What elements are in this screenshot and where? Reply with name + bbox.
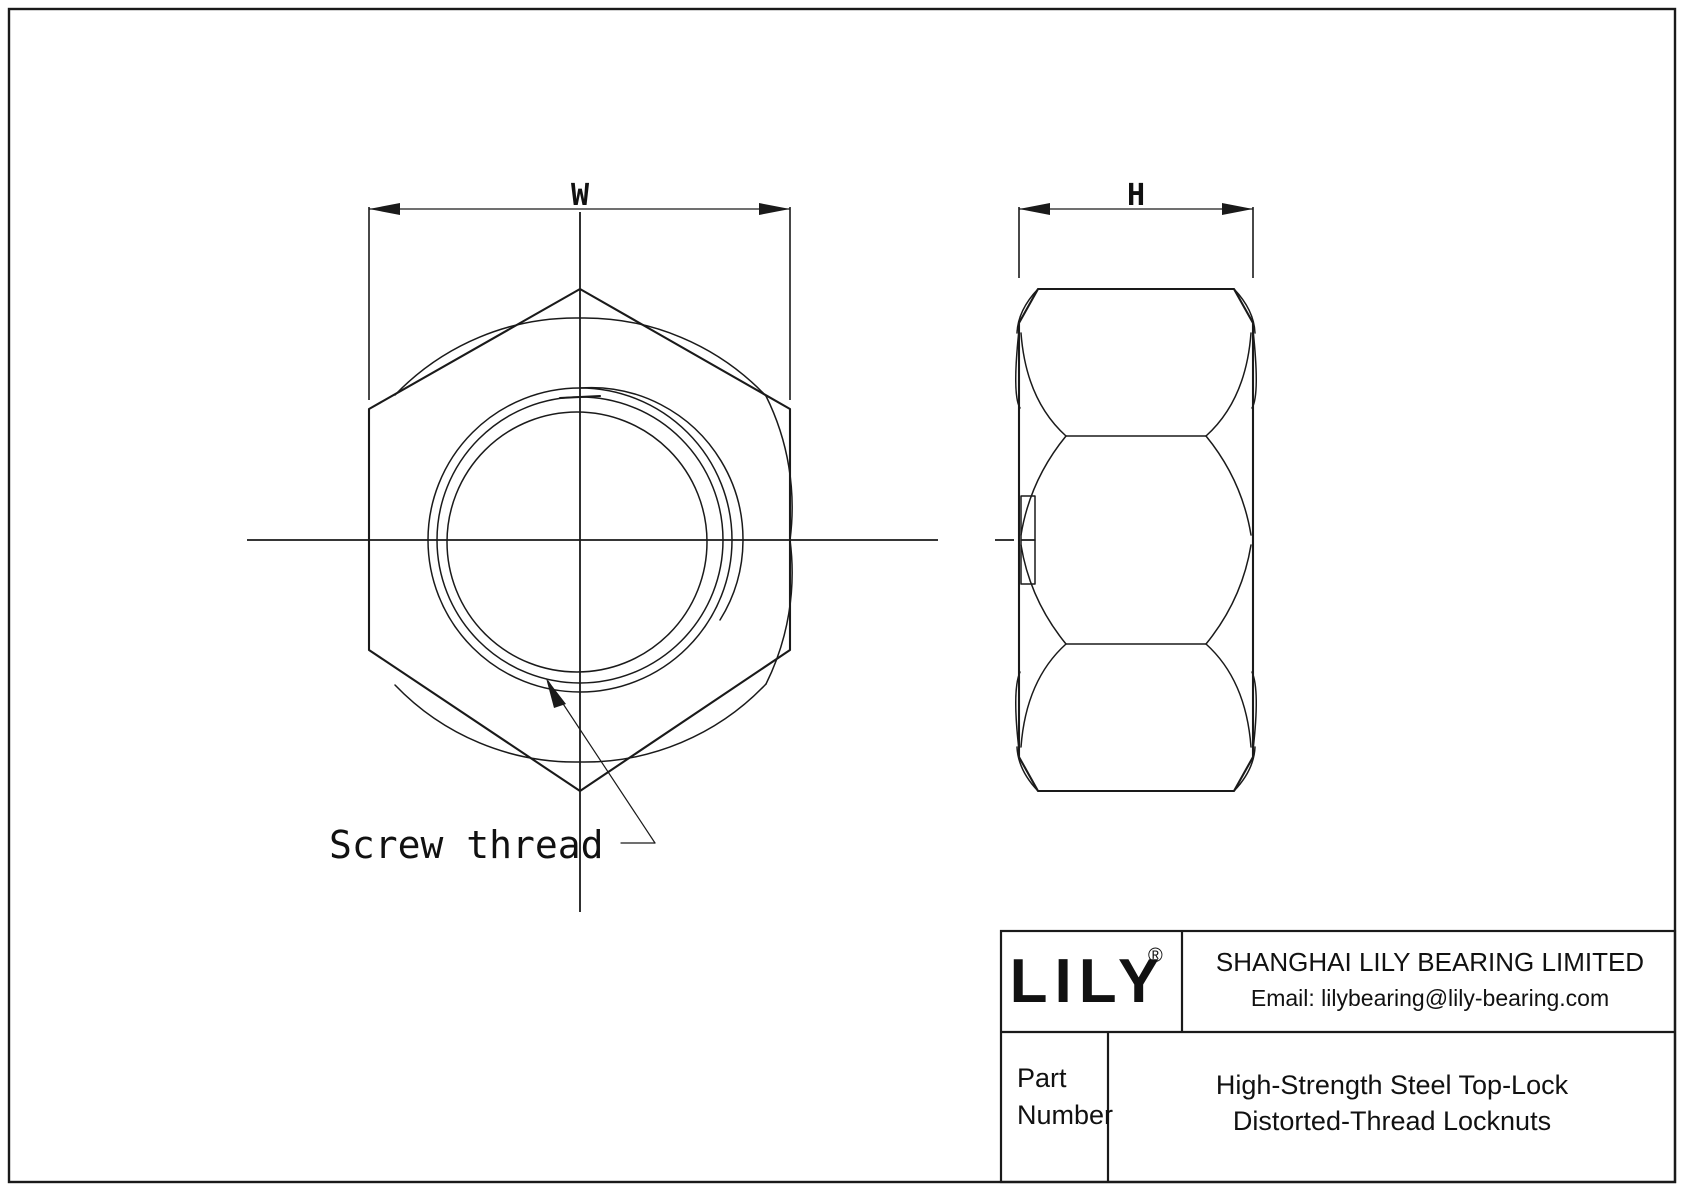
distortion-nib-upper — [1020, 495, 1036, 541]
leader-line — [547, 680, 656, 844]
part-number-label-line2: Number — [1017, 1100, 1113, 1130]
front-view: W Screw thread — [247, 178, 938, 912]
product-description-line1: High-Strength Steel Top-Lock — [1216, 1070, 1569, 1100]
side-chamfer-curve-bottom-left — [1014, 671, 1021, 751]
registered-trademark-icon: ® — [1148, 945, 1163, 967]
chamfer-arc-lower-right — [765, 539, 793, 685]
side-mid-curve-right-lower — [1205, 544, 1252, 645]
side-mid-curve-right-upper — [1205, 435, 1252, 536]
side-chamfer-curve-top-right — [1251, 329, 1258, 409]
chamfer-arc-upper-right — [579, 317, 767, 397]
chamfer-arc-left — [394, 684, 581, 763]
dimension-label-w: W — [571, 178, 590, 213]
logo-cell: LILY ® — [1010, 945, 1167, 1016]
leader-arrowhead — [546, 678, 566, 708]
side-mid-curve-left-upper — [1020, 435, 1067, 536]
product-description-line2: Distorted-Thread Locknuts — [1233, 1106, 1551, 1136]
arrowhead-right — [759, 203, 790, 215]
side-chamfer-curve-top-left — [1014, 329, 1021, 409]
dimension-height: H — [1018, 178, 1254, 278]
side-view: H — [995, 178, 1258, 793]
side-body-outline — [1017, 287, 1255, 793]
h-arrowhead-right — [1222, 203, 1253, 215]
side-trans-curve-bottom-left — [1020, 643, 1067, 748]
part-number-label-line1: Part — [1017, 1063, 1067, 1093]
company-cell: SHANGHAI LILY BEARING LIMITED Email: lil… — [1216, 947, 1644, 1011]
part-number-cell: Part Number — [1017, 1063, 1113, 1130]
company-email: Email: lilybearing@lily-bearing.com — [1251, 985, 1609, 1011]
description-cell: High-Strength Steel Top-Lock Distorted-T… — [1216, 1070, 1569, 1136]
chamfer-arc-upper-left — [394, 317, 581, 396]
arrowhead-left — [369, 203, 400, 215]
logo-wordmark: LILY — [1010, 947, 1167, 1016]
distortion-nib-lower — [1020, 539, 1036, 585]
distorted-thread-arc — [579, 386, 744, 621]
callout-label-screw-thread: Screw thread — [329, 823, 604, 867]
side-mid-curve-left-lower — [1020, 544, 1067, 645]
side-trans-curve-top-left — [1020, 332, 1067, 437]
title-block-frame — [999, 929, 1677, 1184]
h-arrowhead-left — [1019, 203, 1050, 215]
company-name: SHANGHAI LILY BEARING LIMITED — [1216, 947, 1644, 977]
chamfer-arc-right — [765, 395, 793, 541]
dimension-label-h: H — [1127, 178, 1145, 213]
chamfer-arc-lower-left — [579, 683, 767, 763]
side-chamfer-bevel-bottom-right — [1233, 746, 1256, 792]
title-block: LILY ® SHANGHAI LILY BEARING LIMITED Ema… — [999, 929, 1677, 1184]
callout-screw-thread: Screw thread — [329, 678, 656, 867]
side-trans-curve-top-right — [1205, 332, 1252, 437]
side-trans-curve-bottom-right — [1205, 643, 1252, 748]
sheet-border — [7, 7, 1677, 1184]
side-chamfer-bevel-top-right — [1233, 288, 1256, 334]
side-chamfer-curve-bottom-right — [1251, 671, 1258, 751]
side-chamfer-bevel-bottom-left — [1016, 746, 1039, 792]
bore-circle — [446, 411, 708, 673]
side-chamfer-bevel-top-left — [1016, 288, 1039, 334]
dimension-width: W — [368, 178, 791, 400]
